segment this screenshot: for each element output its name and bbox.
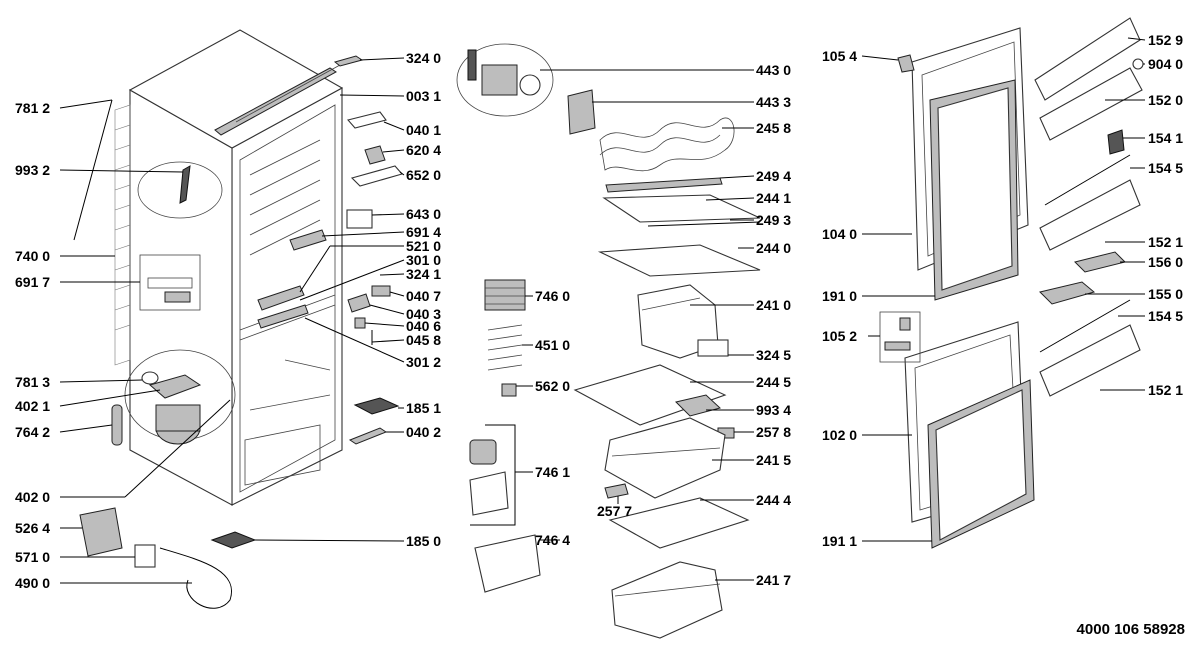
label-301-2: 301 2 xyxy=(406,354,441,370)
label-244-5: 244 5 xyxy=(756,374,791,390)
label-152-1-lower: 152 1 xyxy=(1148,382,1183,398)
label-443-0: 443 0 xyxy=(756,62,791,78)
leader-lines xyxy=(59,37,1146,584)
label-521-0: 521 0 xyxy=(406,238,441,254)
label-003-1: 003 1 xyxy=(406,88,441,104)
label-104-0: 104 0 xyxy=(822,226,857,242)
label-105-2: 105 2 xyxy=(822,328,857,344)
label-324-0: 324 0 xyxy=(406,50,441,66)
label-402-0: 402 0 xyxy=(15,489,50,505)
label-691-7: 691 7 xyxy=(15,274,50,290)
label-040-6: 040 6 xyxy=(406,318,441,334)
label-045-8: 045 8 xyxy=(406,332,441,348)
cabinet-drawing xyxy=(73,29,403,609)
label-185-1: 185 1 xyxy=(406,400,441,416)
middle-parts-drawing xyxy=(456,43,761,639)
label-904-0: 904 0 xyxy=(1148,56,1183,72)
label-402-1: 402 1 xyxy=(15,398,50,414)
label-244-4: 244 4 xyxy=(756,492,791,508)
label-152-0: 152 0 xyxy=(1148,92,1183,108)
label-185-0: 185 0 xyxy=(406,533,441,549)
label-155-0: 155 0 xyxy=(1148,286,1183,302)
label-746-1: 746 1 xyxy=(535,464,570,480)
doors-drawing xyxy=(879,17,1144,549)
label-154-5-upper: 154 5 xyxy=(1148,160,1183,176)
label-764-2: 764 2 xyxy=(15,424,50,440)
label-562-0: 562 0 xyxy=(535,378,570,394)
label-526-4: 526 4 xyxy=(15,520,50,536)
label-244-1: 244 1 xyxy=(756,190,791,206)
label-040-3: 040 3 xyxy=(406,306,441,322)
label-245-8: 245 8 xyxy=(756,120,791,136)
label-241-5: 241 5 xyxy=(756,452,791,468)
label-993-4: 993 4 xyxy=(756,402,791,418)
document-reference-number: 4000 106 58928 xyxy=(1077,621,1185,638)
label-746-0: 746 0 xyxy=(535,288,570,304)
label-191-0: 191 0 xyxy=(822,288,857,304)
label-244-0: 244 0 xyxy=(756,240,791,256)
label-257-7: 257 7 xyxy=(597,503,632,519)
label-152-1-upper: 152 1 xyxy=(1148,234,1183,250)
label-154-1: 154 1 xyxy=(1148,130,1183,146)
label-191-1: 191 1 xyxy=(822,533,857,549)
label-152-9: 152 9 xyxy=(1148,32,1183,48)
label-249-3: 249 3 xyxy=(756,212,791,228)
label-105-4: 105 4 xyxy=(822,48,857,64)
label-781-3: 781 3 xyxy=(15,374,50,390)
label-301-0: 301 0 xyxy=(406,252,441,268)
label-324-1: 324 1 xyxy=(406,266,441,282)
label-746-4: 746 4 xyxy=(535,532,570,548)
label-324-5: 324 5 xyxy=(756,347,791,363)
label-643-0: 643 0 xyxy=(406,206,441,222)
label-443-3: 443 3 xyxy=(756,94,791,110)
part-labels: 324 0 003 1 040 1 620 4 652 0 643 0 691 … xyxy=(15,32,1185,638)
label-102-0: 102 0 xyxy=(822,427,857,443)
label-691-4: 691 4 xyxy=(406,224,441,240)
label-241-7: 241 7 xyxy=(756,572,791,588)
label-040-7: 040 7 xyxy=(406,288,441,304)
label-490-0: 490 0 xyxy=(15,575,50,591)
label-249-4: 249 4 xyxy=(756,168,791,184)
label-620-4: 620 4 xyxy=(406,142,441,158)
label-241-0: 241 0 xyxy=(756,297,791,313)
label-154-5-lower: 154 5 xyxy=(1148,308,1183,324)
label-652-0: 652 0 xyxy=(406,167,441,183)
label-156-0: 156 0 xyxy=(1148,254,1183,270)
label-740-0: 740 0 xyxy=(15,248,50,264)
label-571-0: 571 0 xyxy=(15,549,50,565)
label-993-2: 993 2 xyxy=(15,162,50,178)
label-451-0: 451 0 xyxy=(535,337,570,353)
label-040-2: 040 2 xyxy=(406,424,441,440)
label-040-1: 040 1 xyxy=(406,122,441,138)
label-781-2: 781 2 xyxy=(15,100,50,116)
label-257-8: 257 8 xyxy=(756,424,791,440)
